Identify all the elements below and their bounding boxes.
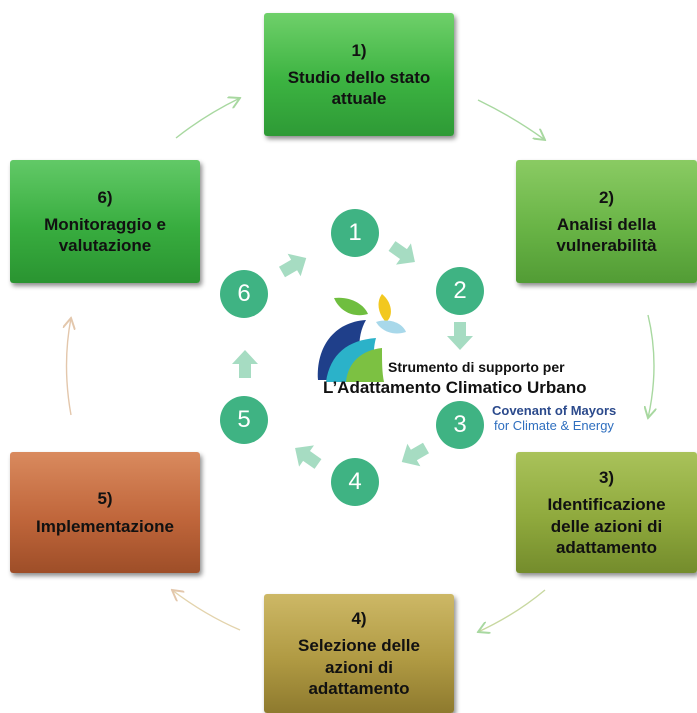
step-number: 3) [598,468,615,487]
outer-arrow-2-3 [648,314,654,418]
outer-arrow-4-5 [172,590,241,631]
inner-arrow-6-1 [279,253,307,278]
step-number: 4) [351,609,367,628]
cycle-circle-6: 6 [220,270,268,318]
cycle-circle-3: 3 [436,401,484,449]
step-label: Monitoraggio e valutazione [44,214,166,256]
step-number: 2) [598,187,615,207]
inner-arrow-4-5 [295,445,322,469]
step-box-1: 1) Studio dello stato attuale [264,13,454,136]
step-box-4: 4) Selezione delle azioni di adattamento [264,594,454,713]
step-number: 5) [97,489,113,509]
covenant-logo-line1: Covenant of Mayors [492,403,617,418]
tool-title-line2: L’Adattamento Climatico Urbano [323,378,587,397]
step-box-6: 6) Monitoraggio e valutazione [10,160,200,283]
outer-arrow-6-1 [175,98,240,139]
step-box-2: 2) Analisi della vulnerabilità [516,160,697,283]
step-number: 6) [97,187,113,207]
inner-arrow-5-6 [232,350,258,378]
step-label: Implementazione [36,516,174,536]
tool-title-line1: Strumento di supporto per [388,359,565,375]
step-label: Studio dello stato attuale [287,67,431,109]
step-box-5: 5) Implementazione [10,452,200,573]
step-box-3: 3) Identificazione delle azioni di adatt… [516,452,697,573]
cycle-circle-2: 2 [436,267,484,315]
step-label: Identificazione delle azioni di adattame… [547,495,666,557]
cycle-circle-5: 5 [220,396,268,444]
step-label: Selezione delle azioni di adattamento [298,636,420,698]
outer-arrow-1-2 [477,99,545,140]
inner-arrow-3-4 [401,442,429,467]
leaf-logo-icon [317,294,406,382]
covenant-logo-line2: for Climate & Energy [494,418,614,433]
inner-arrow-1-2 [388,241,415,265]
inner-arrow-2-3 [447,322,473,350]
outer-arrow-5-6 [67,318,72,416]
step-number: 1) [351,40,367,60]
outer-arrow-3-4 [478,589,546,632]
cycle-circle-4: 4 [331,458,379,506]
cycle-circle-1: 1 [331,209,379,257]
step-label: Analisi della vulnerabilità [556,214,657,256]
